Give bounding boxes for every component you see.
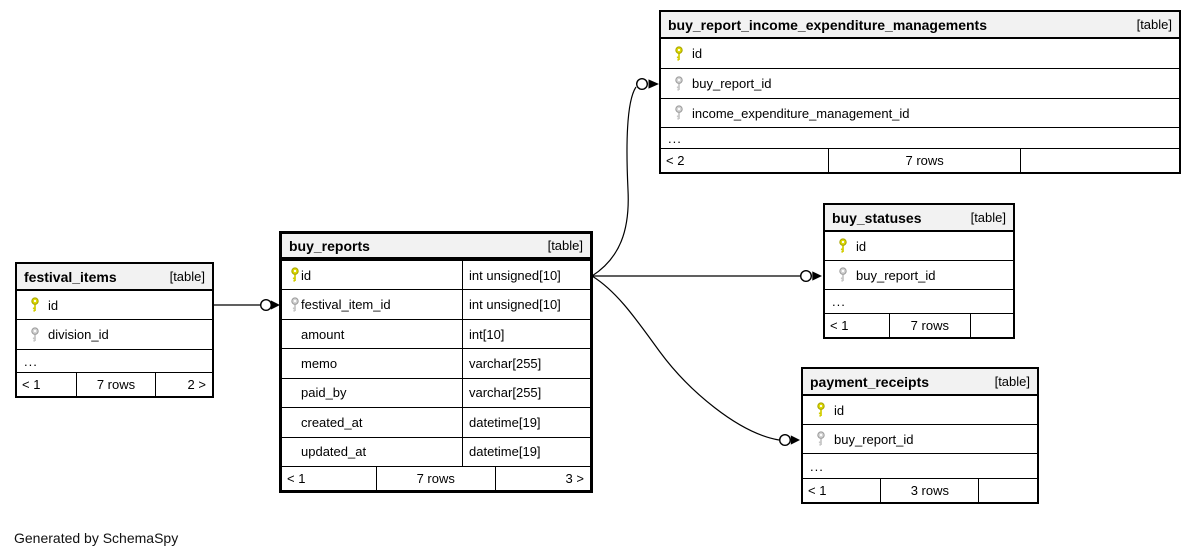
edge-buy-reports-to-payment-receipts (591, 275, 800, 447)
table-tag: [table] (970, 210, 1006, 225)
column-name: updated_at (301, 444, 367, 460)
column-type: varchar[255] (462, 349, 590, 378)
column-name: buy_report_id (692, 76, 772, 91)
table-buy-report-income-expenditure-managements: buy_report_income_expenditure_management… (659, 10, 1181, 174)
column-name: festival_item_id (301, 297, 391, 313)
table-tag: [table] (547, 238, 583, 253)
column-name: id (48, 297, 59, 313)
footer-row-count: 3 rows (880, 479, 978, 502)
ellipsis-row: ... (803, 454, 1037, 479)
ellipsis-row: ... (825, 290, 1013, 314)
column-row: id (661, 39, 1179, 69)
schemaspy-credit: Generated by SchemaSpy (14, 530, 179, 546)
foreign-key-icon (17, 326, 48, 343)
table-footer: < 2 7 rows (661, 149, 1179, 172)
table-name: buy_reports (289, 237, 370, 254)
column-type: datetime[19] (462, 408, 590, 437)
footer-row-count: 7 rows (828, 149, 1020, 172)
edge-buy-reports-to-buy-statuses (592, 270, 822, 283)
column-name: memo (301, 355, 338, 371)
table-footer: < 1 7 rows 3 > (282, 465, 590, 490)
column-row: id (825, 232, 1013, 261)
column-type: int unsigned[10] (462, 290, 590, 319)
column-type: int[10] (462, 319, 590, 349)
foreign-key-icon (661, 75, 692, 92)
footer-parents: < 1 (287, 470, 306, 486)
footer-parents: < 2 (666, 153, 685, 168)
column-name: amount (301, 326, 345, 342)
table-festival-items: festival_items [table] id divisi (15, 262, 214, 398)
column-row: id (17, 291, 212, 320)
footer-children: 2 > (155, 373, 212, 396)
column-name: buy_report_id (834, 431, 914, 447)
column-row: id (803, 396, 1037, 425)
table-footer: < 1 7 rows 2 > (17, 373, 212, 396)
column-name: buy_report_id (856, 267, 936, 283)
column-name: division_id (48, 327, 109, 342)
footer-parents: < 1 (830, 318, 849, 333)
column-name: id (301, 267, 312, 283)
primary-key-icon (825, 238, 856, 254)
footer-children (1019, 149, 1179, 172)
table-tag: [table] (169, 269, 205, 284)
ellipsis-row: ... (661, 128, 1179, 149)
table-header[interactable]: payment_receipts [table] (803, 369, 1037, 396)
footer-children (969, 314, 1013, 337)
column-type: int unsigned[10] (462, 261, 590, 290)
table-footer: < 1 3 rows (803, 479, 1037, 502)
footer-children (978, 479, 1037, 502)
ellipsis-row: ... (17, 350, 212, 373)
column-name: id (692, 46, 703, 61)
column-row: division_id (17, 320, 212, 350)
table-tag: [table] (1136, 17, 1172, 32)
table-buy-reports: buy_reports [table] id int unsigned[10] (279, 231, 593, 493)
table-header[interactable]: buy_statuses [table] (825, 205, 1013, 232)
column-row: amount int[10] (282, 318, 590, 349)
primary-key-icon (17, 297, 48, 313)
primary-key-icon (803, 402, 834, 418)
column-type: varchar[255] (462, 378, 590, 408)
table-header[interactable]: buy_reports [table] (282, 234, 590, 260)
column-row: income_expenditure_management_id (661, 99, 1179, 128)
column-row: buy_report_id (803, 425, 1037, 454)
foreign-key-icon (282, 297, 301, 313)
column-name: paid_by (301, 385, 347, 401)
table-payment-receipts: payment_receipts [table] id buy_ (801, 367, 1039, 504)
table-name: payment_receipts (810, 373, 930, 390)
column-row: memo varchar[255] (282, 348, 590, 378)
primary-key-icon (282, 267, 301, 283)
column-name: income_expenditure_management_id (692, 105, 910, 121)
column-name: id (856, 238, 867, 254)
foreign-key-icon (825, 267, 856, 283)
column-name: id (834, 402, 845, 418)
table-name: festival_items (24, 268, 117, 285)
column-name: created_at (301, 414, 363, 430)
column-row: buy_report_id (661, 69, 1179, 99)
column-row: id int unsigned[10] (282, 260, 590, 290)
primary-key-icon (661, 45, 692, 62)
footer-children: 3 > (494, 466, 590, 490)
footer-row-count: 7 rows (888, 314, 970, 337)
column-type: datetime[19] (462, 437, 590, 466)
column-row: paid_by varchar[255] (282, 377, 590, 408)
edge-buy-reports-to-income-expenditure (591, 77, 659, 277)
table-name: buy_statuses (832, 209, 922, 226)
foreign-key-icon (661, 105, 692, 121)
table-buy-statuses: buy_statuses [table] id buy_repo (823, 203, 1015, 339)
footer-row-count: 7 rows (75, 373, 156, 396)
column-row: created_at datetime[19] (282, 407, 590, 437)
column-row: updated_at datetime[19] (282, 436, 590, 466)
table-tag: [table] (994, 374, 1030, 389)
footer-parents: < 1 (808, 483, 827, 498)
table-name: buy_report_income_expenditure_management… (668, 16, 987, 33)
table-header[interactable]: festival_items [table] (17, 264, 212, 291)
footer-row-count: 7 rows (375, 466, 495, 490)
foreign-key-icon (803, 431, 834, 447)
table-footer: < 1 7 rows (825, 314, 1013, 337)
column-row: festival_item_id int unsigned[10] (282, 289, 590, 319)
footer-parents: < 1 (22, 377, 41, 392)
column-row: buy_report_id (825, 261, 1013, 290)
edge-festival-items-to-buy-reports (213, 299, 280, 312)
table-header[interactable]: buy_report_income_expenditure_management… (661, 12, 1179, 39)
